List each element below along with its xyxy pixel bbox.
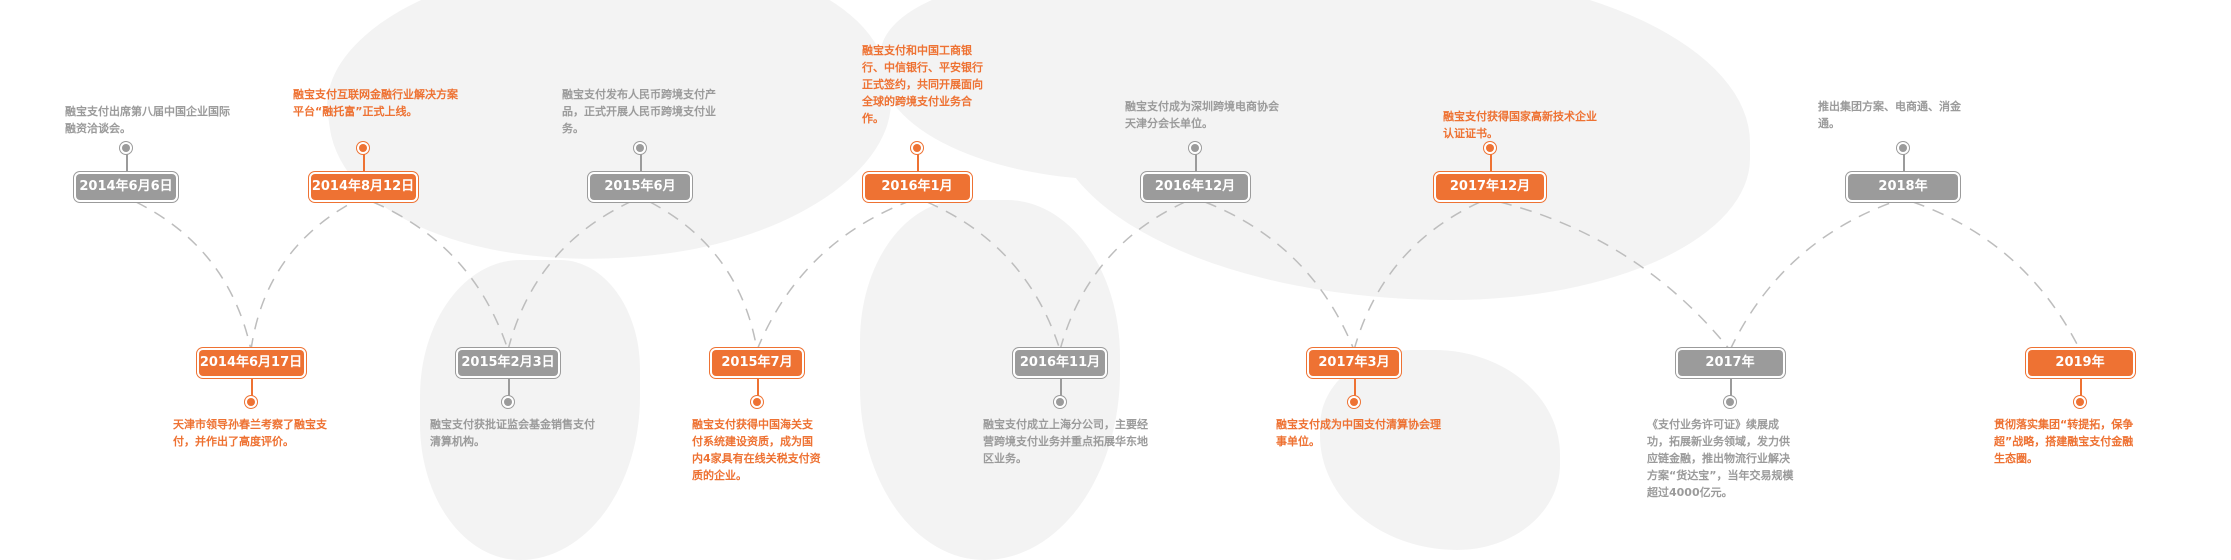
connector-line [1903,148,1905,174]
timeline-dot [2076,398,2084,406]
timeline-dot [122,144,130,152]
connector-line [917,148,919,174]
dashed-arc [1059,201,1186,351]
date-label: 2016年1月 [864,174,970,200]
date-label: 2014年6月6日 [76,174,176,200]
connector-line [1195,148,1197,174]
event-description: 融宝支付互联网金融行业解决方案平台“融托富”正式上线。 [293,88,458,118]
event-description: 《支付业务许可证》续展成功，拓展新业务领域，发力供应链金融，推出物流行业解决方案… [1647,418,1794,499]
event-description: 融宝支付出席第八届中国企业国际融资洽谈会。 [65,105,230,135]
timeline-dot [1350,398,1358,406]
connector-line [2080,376,2082,402]
connector-line [126,148,128,174]
date-label: 2017年12月 [1436,174,1544,200]
dashed-arc [1912,201,2081,351]
dashed-arc [135,201,252,351]
connector-line [1060,376,1062,402]
date-label: 2017年3月 [1309,350,1399,376]
dashed-arc [1729,201,1894,351]
date-label: 2014年6月17日 [198,350,304,376]
event-description: 融宝支付和中国工商银行、中信银行、平安银行正式签约，共同开展面向全球的跨境支付业… [862,44,983,125]
event-description: 融宝支付获批证监会基金销售支付清算机构。 [430,418,595,448]
timeline-dot [247,398,255,406]
connector-line [640,148,642,174]
timeline-dot [753,398,761,406]
timeline-dot [1726,398,1734,406]
connector-line [508,376,510,402]
date-label: 2015年6月 [590,174,690,200]
date-label: 2016年11月 [1015,350,1105,376]
connector-line [363,148,365,174]
timeline-dot [1056,398,1064,406]
connector-line [1354,376,1356,402]
dashed-arc [926,201,1061,351]
timeline-dot [1191,144,1199,152]
timeline-dot [504,398,512,406]
connector-line [1490,148,1492,174]
connector-line [757,376,759,402]
timeline-dot [1899,144,1907,152]
event-description: 融宝支付获得中国海关支付系统建设资质，成为国内4家具有在线关税支付资质的企业。 [692,418,821,482]
dashed-arc [250,201,354,351]
dashed-arc [372,201,509,351]
dashed-arc [756,201,908,351]
dashed-arc [1204,201,1355,351]
event-description: 融宝支付获得国家高新技术企业认证证书。 [1443,110,1597,140]
event-description: 融宝支付成为中国支付清算协会理事单位。 [1276,418,1441,448]
date-label: 2015年7月 [712,350,802,376]
connector-line [1730,376,1732,402]
dashed-arc [649,201,758,351]
dashed-arc [1499,201,1731,351]
event-description: 天津市领导孙春兰考察了融宝支付，并作出了高度评价。 [173,418,327,448]
timeline-dot [913,144,921,152]
timeline-dot [636,144,644,152]
dashed-arc [1353,201,1481,351]
event-description: 融宝支付发布人民币跨境支付产品，正式开展人民币跨境支付业务。 [562,88,716,135]
event-description: 推出集团方案、电商通、消金通。 [1818,100,1961,130]
timeline-dot [1486,144,1494,152]
date-label: 2018年 [1848,174,1958,200]
date-label: 2019年 [2027,350,2133,376]
date-label: 2015年2月3日 [458,350,558,376]
dashed-arc [507,201,631,351]
event-description: 融宝支付成立上海分公司，主要经营跨境支付业务并重点拓展华东地区业务。 [983,418,1148,465]
event-description: 融宝支付成为深圳跨境电商协会天津分会长单位。 [1125,100,1279,130]
date-label: 2014年8月12日 [310,174,416,200]
timeline-dot [359,144,367,152]
date-label: 2017年 [1677,350,1783,376]
date-label: 2016年12月 [1142,174,1248,200]
event-description: 贯彻落实集团“转提拓，保争超”战略，搭建融宝支付金融生态圈。 [1994,418,2134,465]
connector-line [251,376,253,402]
